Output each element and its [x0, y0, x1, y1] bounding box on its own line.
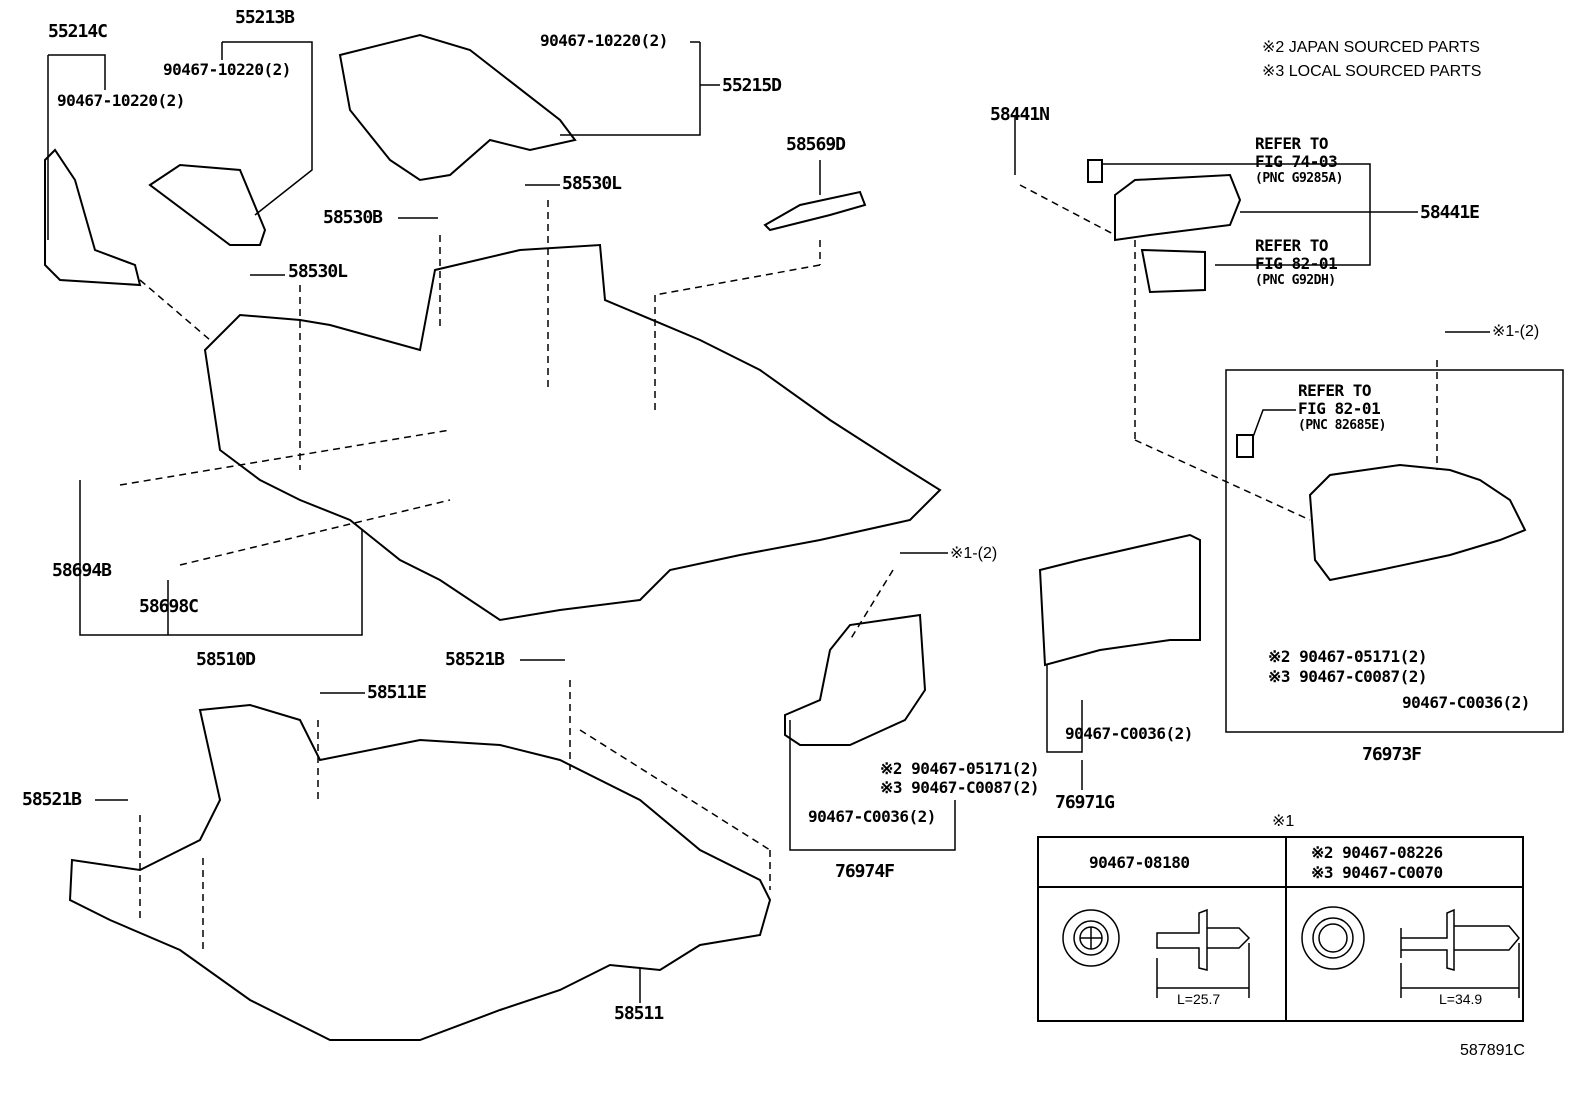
- clip-left-top-view: [1062, 909, 1120, 967]
- refer-fig: FIG 82-01: [1298, 399, 1381, 418]
- label-58511[interactable]: 58511: [614, 1003, 664, 1024]
- label-76974F[interactable]: 76974F: [835, 861, 895, 882]
- table-divider: [1285, 838, 1287, 1020]
- part-76974F: [784, 613, 927, 746]
- label-clip-76974F-japan[interactable]: ※2 90467-05171(2): [880, 759, 1040, 778]
- part-refer-82-01-grille: [1140, 248, 1206, 294]
- label-76973F[interactable]: 76973F: [1362, 744, 1422, 765]
- legend-note-local: ※3 LOCAL SOURCED PARTS: [1262, 63, 1482, 80]
- part-58510D: [203, 243, 942, 622]
- part-refer-74-03-tab: [1087, 159, 1103, 183]
- refer-line: REFER TO: [1255, 236, 1329, 255]
- label-x1-mid[interactable]: ※1-(2): [950, 545, 998, 562]
- clip-right-side-view: [1400, 908, 1520, 971]
- label-clip-76971G[interactable]: 90467-C0036(2): [1065, 724, 1193, 743]
- clip-right-japan[interactable]: ※2 90467-08226: [1311, 843, 1443, 862]
- clip-left-length: L=25.7: [1177, 991, 1221, 1007]
- label-58441N[interactable]: 58441N: [990, 104, 1050, 125]
- legend-note-japan: ※2 JAPAN SOURCED PARTS: [1262, 39, 1480, 56]
- label-58510D[interactable]: 58510D: [196, 649, 256, 670]
- refer-fig-82-01-upper[interactable]: REFER TO FIG 82-01 (PNC G92DH): [1255, 236, 1338, 289]
- clip-table-title: ※1: [1272, 813, 1295, 830]
- part-76971G: [1038, 533, 1201, 667]
- refer-fig: FIG 82-01: [1255, 254, 1338, 273]
- label-58694B[interactable]: 58694B: [52, 560, 112, 581]
- label-clip-76974F[interactable]: 90467-C0036(2): [808, 807, 936, 826]
- refer-fig-82-01-lower[interactable]: REFER TO FIG 82-01 (PNC 82685E): [1298, 382, 1386, 434]
- refer-pnc: (PNC G92DH): [1255, 273, 1336, 288]
- figure-id: 587891C: [1460, 1042, 1525, 1059]
- label-clip-76973F[interactable]: 90467-C0036(2): [1402, 693, 1530, 712]
- label-clip-76973F-japan[interactable]: ※2 90467-05171(2): [1268, 647, 1428, 666]
- label-clip-55215D[interactable]: 90467-10220(2): [540, 31, 668, 50]
- refer-line: REFER TO: [1298, 381, 1372, 400]
- refer-line: REFER TO: [1255, 134, 1329, 153]
- label-58530B[interactable]: 58530B: [323, 207, 383, 228]
- part-55215D: [338, 33, 577, 182]
- label-58521B-upper[interactable]: 58521B: [445, 649, 505, 670]
- label-58569D[interactable]: 58569D: [786, 134, 846, 155]
- part-76973F: [1308, 463, 1527, 582]
- label-58530L-upper[interactable]: 58530L: [562, 173, 622, 194]
- label-58698C[interactable]: 58698C: [139, 596, 199, 617]
- label-76971G[interactable]: 76971G: [1055, 792, 1115, 813]
- part-58511: [68, 703, 772, 1041]
- clip-table: 90467-08180 ※2 90467-08226 ※3 90467-C007…: [1037, 836, 1524, 1022]
- clip-left-side-view: [1156, 908, 1251, 971]
- label-58521B-lower[interactable]: 58521B: [22, 789, 82, 810]
- label-clip-76973F-local[interactable]: ※3 90467-C0087(2): [1268, 667, 1428, 686]
- label-58441E[interactable]: 58441E: [1420, 202, 1480, 223]
- clip-left-part[interactable]: 90467-08180: [1089, 853, 1190, 872]
- clip-right-top-view: [1301, 906, 1365, 970]
- label-55215D[interactable]: 55215D: [722, 75, 782, 96]
- part-55214C: [44, 148, 142, 287]
- refer-fig-74-03[interactable]: REFER TO FIG 74-03 (PNC G9285A): [1255, 135, 1343, 187]
- part-refer-82685E-tab: [1236, 434, 1254, 458]
- part-58569D: [763, 190, 867, 232]
- label-58511E[interactable]: 58511E: [367, 682, 427, 703]
- part-58441E: [1114, 173, 1242, 242]
- label-clip-55213B[interactable]: 90467-10220(2): [163, 60, 291, 79]
- refer-pnc: (PNC G9285A): [1255, 171, 1343, 186]
- label-clip-76974F-local[interactable]: ※3 90467-C0087(2): [880, 778, 1040, 797]
- label-58530L-lower[interactable]: 58530L: [288, 261, 348, 282]
- clip-right-local[interactable]: ※3 90467-C0070: [1311, 863, 1443, 882]
- refer-fig: FIG 74-03: [1255, 152, 1338, 171]
- refer-pnc: (PNC 82685E): [1298, 418, 1386, 433]
- clip-drawings: [1062, 906, 1520, 998]
- label-55214C[interactable]: 55214C: [48, 21, 108, 42]
- label-clip-55214C[interactable]: 90467-10220(2): [57, 91, 185, 110]
- label-x1-right[interactable]: ※1-(2): [1492, 323, 1540, 340]
- clip-right-length: L=34.9: [1439, 991, 1483, 1007]
- part-55213B: [148, 163, 267, 246]
- table-divider: [1039, 886, 1522, 888]
- label-55213B[interactable]: 55213B: [235, 7, 295, 28]
